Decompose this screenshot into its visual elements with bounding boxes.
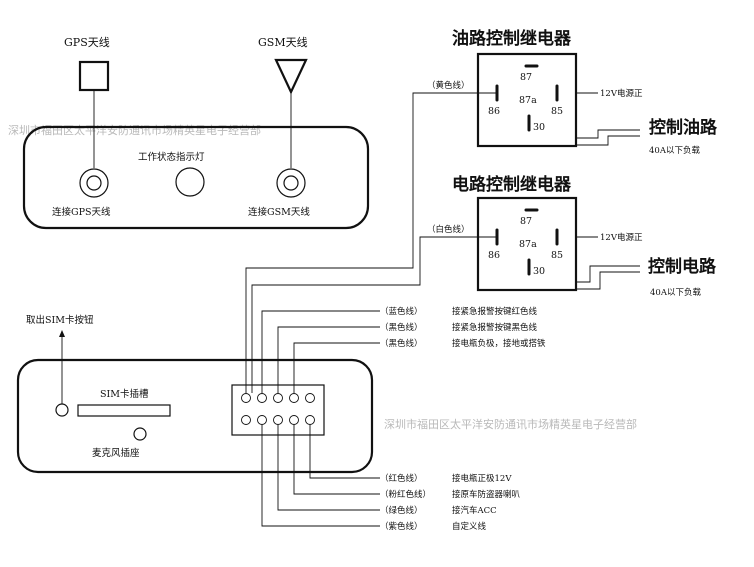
connector-pins-bottom: [241, 415, 315, 425]
gps-unit-body: [22, 125, 370, 230]
wire-label-green: （绿色线） 接汽车ACC: [380, 505, 497, 516]
oil-relay-pin-85: 85: [551, 106, 563, 117]
gps-port-icon: [79, 168, 109, 198]
circuit-relay-pin-86: 86: [488, 250, 500, 261]
oil-relay-title: 油路控制继电器: [452, 28, 572, 49]
wire-label-black-1: （黑色线） 接紧急报警按键黑色线: [380, 322, 538, 333]
svg-text:（粉红色线）: （粉红色线）: [380, 489, 431, 500]
svg-text:（黑色线）: （黑色线）: [380, 322, 423, 333]
svg-text:（黑色线）: （黑色线）: [380, 338, 423, 349]
oil-relay-body: [476, 52, 578, 148]
wire-label-pink: （粉红色线） 接原车防盗器喇叭: [380, 489, 521, 500]
circuit-relay-pin-87: 87: [520, 216, 532, 227]
status-light-icon: [175, 167, 205, 197]
gsm-port-label: 连接GSM天线: [248, 206, 310, 218]
connector-pins-top: [241, 393, 315, 403]
svg-text:接电瓶负极，接地或搭铁: 接电瓶负极，接地或搭铁: [452, 338, 546, 349]
svg-text:自定义线: 自定义线: [452, 521, 487, 532]
main-unit-body: [16, 358, 374, 474]
circuit-relay-body: [476, 196, 578, 292]
wire-label-red: （红色线） 接电瓶正极12V: [380, 473, 512, 484]
circuit-relay-title: 电路控制继电器: [452, 174, 572, 195]
sim-eject-button: [55, 403, 69, 417]
svg-text:（绿色线）: （绿色线）: [380, 505, 423, 516]
sim-slot-label: SIM卡插槽: [100, 388, 149, 400]
gsm-antenna-icon: [274, 58, 308, 95]
watermark-bottom: 深圳市福田区太平洋安防通讯市场精英星电子经营部: [384, 417, 637, 431]
svg-text:接紧急报警按键黑色线: 接紧急报警按键黑色线: [452, 322, 538, 333]
gsm-port-icon: [276, 168, 306, 198]
circuit-relay-pin-87a: 87a: [519, 239, 537, 250]
status-light-label: 工作状态指示灯: [138, 151, 205, 163]
yellow-wire: [245, 92, 478, 393]
gsm-antenna-label: GSM天线: [258, 35, 308, 49]
gps-port-label: 连接GPS天线: [52, 206, 111, 218]
oil-relay-pin-87a: 87a: [519, 95, 537, 106]
wire-label-blue: （蓝色线） 接紧急报警按键红色线: [380, 306, 538, 317]
oil-relay-pin-30: 30: [533, 122, 545, 133]
sim-eject-label: 取出SIM卡按钮: [26, 314, 94, 326]
gps-antenna-label: GPS天线: [64, 35, 110, 49]
svg-text:接汽车ACC: 接汽车ACC: [452, 505, 497, 516]
mic-jack-label: 麦克风插座: [92, 447, 140, 459]
yellow-wire-label: （黄色线）: [427, 80, 470, 91]
circuit-relay-pin-85: 85: [551, 250, 563, 261]
circuit-relay-pin-30: 30: [533, 266, 545, 277]
svg-text:（红色线）: （红色线）: [380, 473, 423, 484]
svg-text:接电瓶正极12V: 接电瓶正极12V: [452, 473, 512, 484]
svg-text:接紧急报警按键红色线: 接紧急报警按键红色线: [452, 306, 538, 317]
oil-relay-pin-86: 86: [488, 106, 500, 117]
watermark-top: 深圳市福田区太平洋安防通讯市场精英星电子经营部: [8, 123, 261, 137]
mic-jack-icon: [133, 427, 147, 441]
circuit-relay-load-label: 40A以下负载: [650, 287, 701, 298]
sim-slot: [77, 404, 171, 417]
circuit-relay-power-label: 12V电源正: [600, 232, 643, 243]
svg-text:（蓝色线）: （蓝色线）: [380, 306, 423, 317]
gps-antenna-icon: [78, 60, 110, 92]
white-wire: [251, 236, 478, 393]
wire-label-purple: （紫色线） 自定义线: [380, 521, 487, 532]
wire-label-black-2: （黑色线） 接电瓶负极，接地或搭铁: [380, 338, 546, 349]
oil-relay-pin-87: 87: [520, 72, 532, 83]
oil-relay-power-label: 12V电源正: [600, 88, 643, 99]
white-wire-label: （白色线）: [427, 224, 470, 235]
svg-text:（紫色线）: （紫色线）: [380, 521, 423, 532]
svg-text:接原车防盗器喇叭: 接原车防盗器喇叭: [452, 489, 521, 500]
control-circuit-label: 控制电路: [648, 256, 717, 277]
control-oil-label: 控制油路: [649, 117, 718, 138]
oil-relay-load-label: 40A以下负载: [649, 145, 700, 156]
